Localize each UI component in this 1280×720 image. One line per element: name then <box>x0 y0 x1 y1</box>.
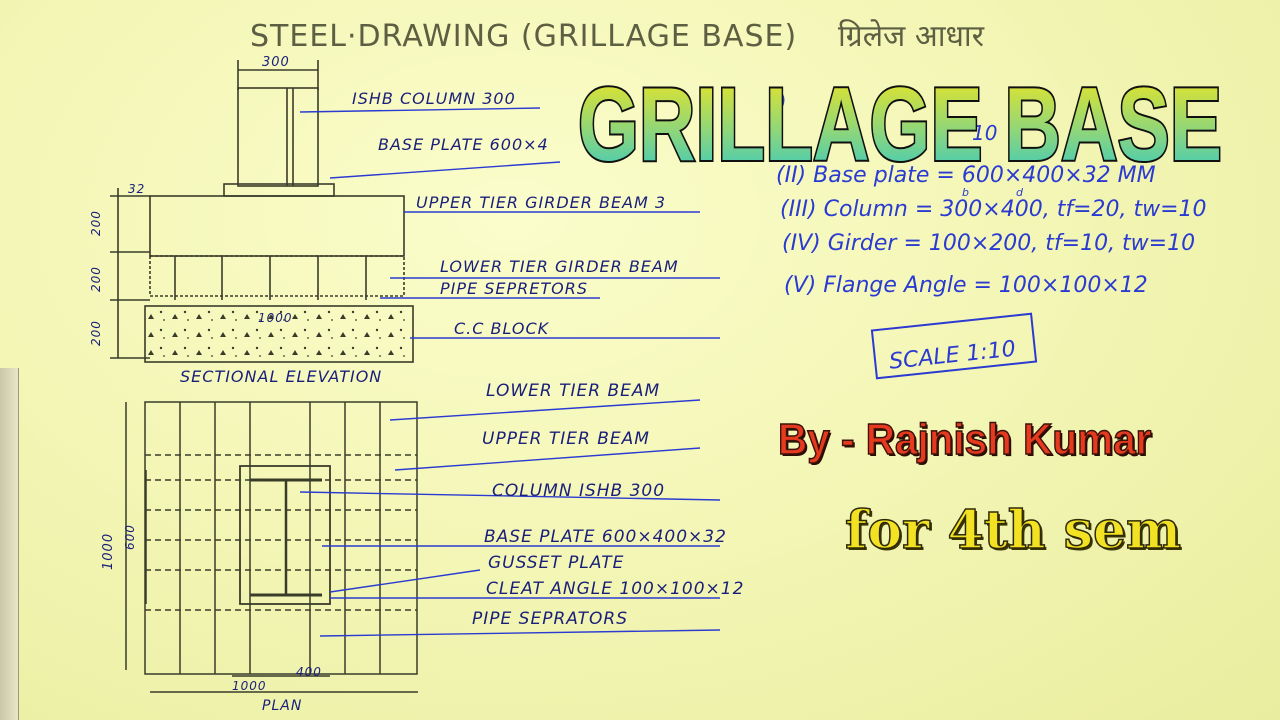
label-column-ishb: COLUMN ISHB 300 <box>492 481 665 501</box>
column-ishb <box>237 87 319 187</box>
spec-heading-partial: i) <box>772 91 787 116</box>
dim-column-width: 300 <box>262 55 290 70</box>
ruler-edge <box>0 368 19 720</box>
label-upper-tier-beam: UPPER TIER BEAM <box>482 429 650 449</box>
plan-caption: PLAN <box>262 698 302 714</box>
dim-tier-3: 200 <box>89 320 103 346</box>
dim-plate-thickness: 32 <box>128 182 145 196</box>
label-plan-base-plate: BASE PLATE 600×400×32 <box>484 527 727 547</box>
semester-subtitle: for 4th sem <box>844 499 1182 562</box>
elevation-dim-texts: 300 32 200 200 200 1000 <box>89 55 293 346</box>
label-base-plate: BASE PLATE 600×4 <box>378 135 549 154</box>
author-byline: By - Rajnish Kumar <box>777 414 1152 465</box>
spec-row-3: (IV) Girder = 100×200, tf=10, tw=10 <box>782 231 1195 256</box>
dim-plan-height-inner: 600 <box>123 524 137 550</box>
dim-plan-height-outer: 1000 <box>101 533 116 570</box>
dim-tier-1: 200 <box>89 210 103 236</box>
spec-mark-d: d <box>1016 186 1024 199</box>
label-cleat-angle: CLEAT ANGLE 100×100×12 <box>486 579 744 599</box>
plan-labels: LOWER TIER BEAM UPPER TIER BEAM COLUMN I… <box>262 381 744 714</box>
lower-tier-girder <box>149 255 405 297</box>
plan-dim-texts: 1000 600 1000 400 <box>101 524 322 693</box>
elevation-labels: ISHB COLUMN 300 BASE PLATE 600×4 UPPER T… <box>180 89 679 386</box>
banner-title-text: GRILLAGE BASE <box>578 67 1222 180</box>
elevation-caption: SECTIONAL ELEVATION <box>180 367 382 386</box>
sectional-elevation <box>110 60 720 363</box>
label-gusset-plate: GUSSET PLATE <box>488 553 624 573</box>
drawing-title: STEEL·DRAWING (GRILLAGE BASE) ग्रिलेज आध… <box>250 19 985 54</box>
title-hindi: ग्रिलेज आधार <box>838 19 985 54</box>
scale-label: SCALE 1:10 <box>888 337 1017 375</box>
dim-block-width: 1000 <box>258 311 293 325</box>
plan-view <box>125 399 721 693</box>
dim-plan-width-inner: 400 <box>296 665 322 679</box>
banner-title: GRILLAGE BASE <box>576 65 1224 180</box>
dim-plan-width-outer: 1000 <box>232 679 267 693</box>
scale-box: SCALE 1:10 <box>870 312 1038 380</box>
cc-block <box>144 305 414 363</box>
spec-row-4: (V) Flange Angle = 100×100×12 <box>784 273 1148 298</box>
label-lower-tier-beam: LOWER TIER BEAM <box>486 381 660 401</box>
spec-row-0-partial: 10 <box>972 121 997 145</box>
label-upper-tier-girder: UPPER TIER GIRDER BEAM 3 <box>416 193 666 212</box>
spec-mark-b: b <box>962 186 969 199</box>
specifications: i) 10 (II) Base plate = 600×400×32 MM b … <box>772 91 1207 298</box>
title-english: STEEL·DRAWING (GRILLAGE BASE) <box>250 19 797 54</box>
elevation-leaders <box>299 107 720 339</box>
plan-base-plate <box>239 465 331 605</box>
label-cc-block: C.C BLOCK <box>454 319 550 338</box>
label-ishb-column: ISHB COLUMN 300 <box>352 89 516 108</box>
spec-row-1: (II) Base plate = 600×400×32 MM <box>776 163 1156 188</box>
upper-tier-girder <box>149 195 405 257</box>
dim-tier-2: 200 <box>89 266 103 292</box>
plan-leaders <box>299 399 721 637</box>
label-pipe-seprators: PIPE SEPRATORS <box>472 609 628 629</box>
plan-outline <box>144 401 418 675</box>
label-lower-tier-girder: LOWER TIER GIRDER BEAM <box>440 257 679 276</box>
spec-row-2: (III) Column = 300×400, tf=20, tw=10 <box>780 197 1207 222</box>
label-pipe-sepretors: PIPE SEPRETORS <box>440 279 588 298</box>
